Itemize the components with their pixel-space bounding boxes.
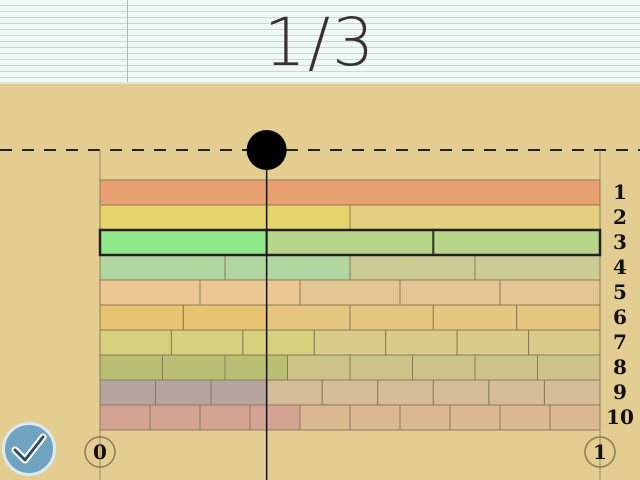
fraction-bar-cell[interactable] bbox=[99, 379, 157, 406]
one-label: 1 bbox=[593, 440, 607, 464]
fraction-bar-cell[interactable] bbox=[210, 379, 268, 406]
fraction-bar-overlay bbox=[267, 180, 600, 205]
fraction-bar-cell[interactable] bbox=[516, 304, 601, 331]
fraction-bar-cell[interactable] bbox=[249, 404, 301, 431]
fraction-bar-cell[interactable] bbox=[199, 404, 251, 431]
fraction-bar-cell[interactable] bbox=[155, 379, 212, 406]
fraction-bar-overlay bbox=[267, 330, 600, 355]
fraction-bar-cell[interactable] bbox=[349, 354, 413, 381]
fraction-bar-cell[interactable] bbox=[432, 379, 490, 406]
fraction-bar-cell[interactable] bbox=[349, 404, 401, 431]
fraction-bar-cell[interactable] bbox=[99, 304, 184, 331]
row-label: 5 bbox=[613, 280, 627, 304]
row-label: 4 bbox=[613, 255, 627, 279]
fraction-bar-cell[interactable] bbox=[349, 204, 601, 231]
fraction-bar-cell[interactable] bbox=[182, 304, 268, 331]
fraction-bar-cell[interactable] bbox=[162, 354, 226, 381]
fraction-bar-cell[interactable] bbox=[399, 404, 451, 431]
fraction-bar-cell[interactable] bbox=[349, 304, 434, 331]
row-label: 2 bbox=[613, 205, 627, 229]
row-label: 6 bbox=[613, 305, 627, 329]
paper-margin-line bbox=[127, 0, 128, 82]
row-label: 10 bbox=[606, 405, 634, 429]
row-label: 7 bbox=[613, 330, 627, 354]
fraction-bar-cell[interactable] bbox=[99, 404, 151, 431]
fraction-bar-cell[interactable] bbox=[149, 404, 201, 431]
fraction-bar-overlay bbox=[267, 280, 600, 305]
fraction-bar-cell[interactable] bbox=[549, 404, 601, 431]
fraction-bar-cell[interactable] bbox=[99, 254, 226, 281]
fraction-bar-cell[interactable] bbox=[488, 379, 545, 406]
fraction-bar-overlay bbox=[267, 255, 600, 280]
fraction-bar-cell[interactable] bbox=[432, 304, 518, 331]
row-label: 8 bbox=[613, 355, 627, 379]
fraction-bar-cell[interactable] bbox=[266, 304, 351, 331]
row-label: 1 bbox=[613, 180, 627, 204]
fraction-bar-cell[interactable] bbox=[313, 329, 387, 356]
fraction-bar-overlay bbox=[267, 205, 600, 230]
zero-label-circle bbox=[84, 436, 116, 468]
fraction-bar-cell[interactable] bbox=[99, 279, 201, 306]
fraction-bar-cell[interactable] bbox=[99, 229, 268, 256]
one-label-circle bbox=[584, 436, 616, 468]
fraction-bar-overlay bbox=[267, 230, 600, 255]
fraction-bar-cell[interactable] bbox=[170, 329, 244, 356]
marker-handle[interactable] bbox=[246, 130, 287, 170]
fraction-bar-cell[interactable] bbox=[449, 404, 501, 431]
fraction-bar-cell[interactable] bbox=[242, 329, 315, 356]
check-answer-button[interactable] bbox=[2, 422, 56, 476]
row-label: 9 bbox=[613, 380, 627, 404]
fraction-bar-cell[interactable] bbox=[474, 354, 538, 381]
fraction-bar-cell[interactable] bbox=[99, 354, 163, 381]
selected-row-outline bbox=[98, 228, 602, 257]
fraction-bar-overlay bbox=[267, 405, 600, 430]
fraction-bar-cell[interactable] bbox=[412, 354, 476, 381]
fraction-bar-cell[interactable] bbox=[349, 254, 476, 281]
fraction-bar-cell[interactable] bbox=[299, 279, 401, 306]
target-fraction-label: 1/3 bbox=[263, 4, 377, 81]
fraction-bar-cell[interactable] bbox=[385, 329, 458, 356]
fraction-bar-cell[interactable] bbox=[224, 354, 288, 381]
fraction-bar-cell[interactable] bbox=[499, 404, 551, 431]
fraction-bar-cell[interactable] bbox=[543, 379, 601, 406]
fraction-bar-overlay bbox=[267, 380, 600, 405]
zero-label: 0 bbox=[93, 440, 107, 464]
notebook-paper-header: 1/3 bbox=[0, 0, 640, 84]
row-label: 3 bbox=[613, 230, 627, 254]
check-icon bbox=[11, 433, 47, 464]
fraction-bar-overlay bbox=[267, 305, 600, 330]
fraction-bar-overlay bbox=[267, 355, 600, 380]
fraction-bar-cell[interactable] bbox=[99, 329, 172, 356]
